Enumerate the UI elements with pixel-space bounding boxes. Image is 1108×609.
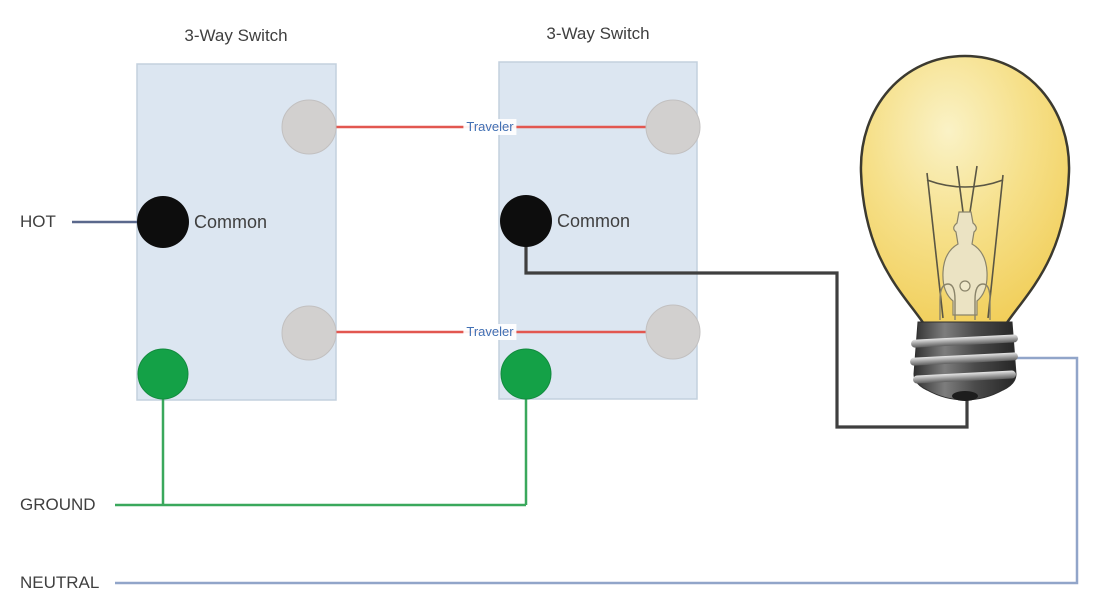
ground-wire (115, 398, 528, 507)
switch-right-ground-terminal (500, 348, 552, 400)
bulb-contact-tip (952, 391, 978, 401)
hot-label: HOT (20, 212, 56, 231)
switch-right-common-label: Common (557, 211, 631, 231)
switch-left-common-terminal (137, 196, 189, 248)
switch-right-traveler-terminal-bottom (645, 304, 701, 360)
switch-left-common-label: Common (194, 212, 268, 232)
switch-left-traveler-terminal-top (281, 99, 337, 155)
neutral-label: NEUTRAL (20, 573, 100, 592)
traveler-label-bottom: Traveler (463, 324, 517, 340)
bulb-glass (859, 54, 1071, 326)
ground-label: GROUND (20, 495, 96, 514)
switch-right-traveler-terminal-top (645, 99, 701, 155)
bulb-stem-bead (959, 280, 971, 292)
bulb-filament-loop-right (974, 283, 991, 320)
light-bulb (859, 54, 1071, 401)
bulb-thread-ridge (913, 370, 1016, 384)
bulb-filament (926, 165, 1004, 319)
switch-left-title: 3-Way Switch (184, 26, 288, 45)
traveler-label-top: Traveler (463, 119, 517, 135)
switch-left-ground-terminal (137, 348, 189, 400)
bulb-thread-ridge (910, 352, 1018, 366)
switch-right-common-terminal (500, 195, 552, 247)
load-wire (524, 246, 969, 429)
switch-left-traveler-terminal-bottom (281, 305, 337, 361)
bulb-thread-ridge (911, 334, 1018, 348)
switch-right-title: 3-Way Switch (546, 24, 650, 43)
bulb-filament-loop-left (939, 283, 956, 320)
neutral-wire (115, 356, 1079, 585)
